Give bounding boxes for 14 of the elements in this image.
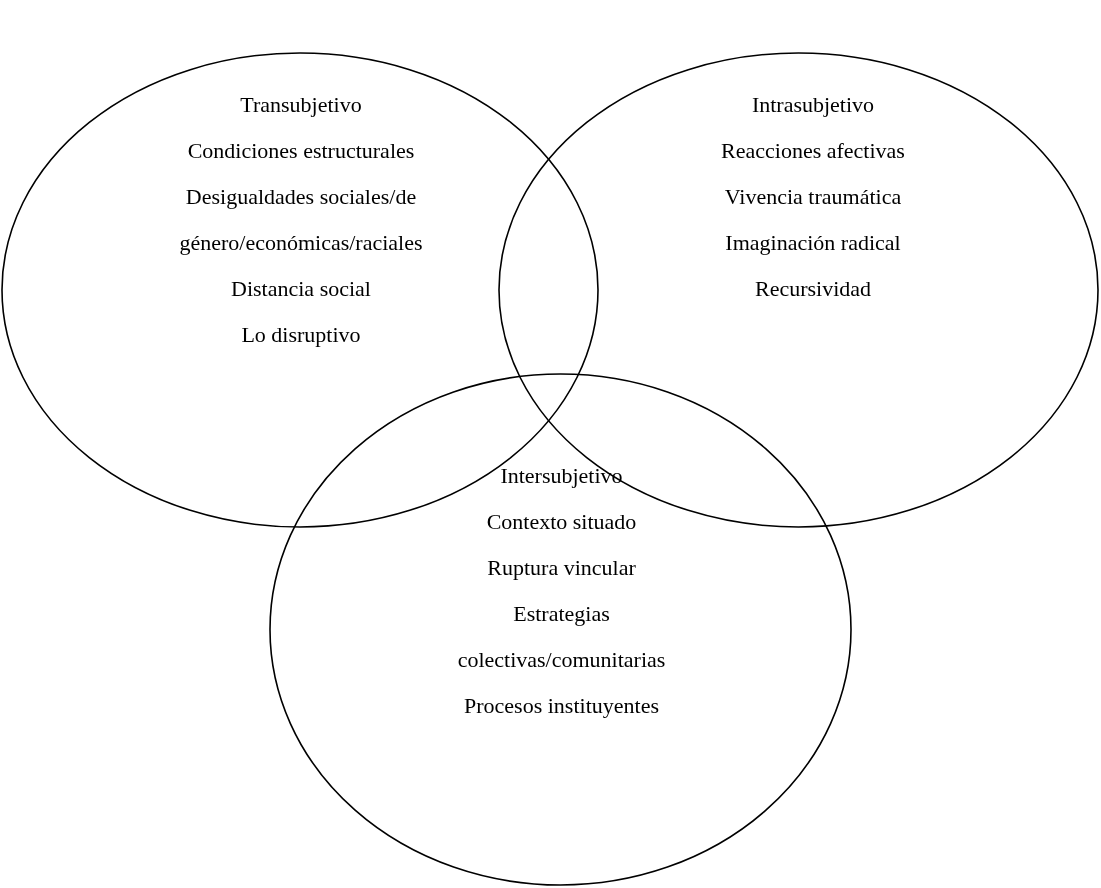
circle-item: Reacciones afectivas: [721, 137, 905, 165]
circle-item: Lo disruptivo: [241, 321, 361, 349]
circle-heading: Transubjetivo: [240, 91, 362, 119]
circle-item: Condiciones estructurales: [187, 137, 415, 165]
circle-item: Contexto situado: [486, 508, 637, 536]
circle-item: Recursividad: [754, 275, 872, 303]
circle-heading: Intrasubjetivo: [751, 91, 875, 119]
circle-item: Desigualdades sociales/de género/económicas/raciales: [178, 183, 424, 257]
circle-item: Vivencia traumática: [724, 183, 902, 211]
circle-item: Imaginación radical: [725, 229, 901, 257]
circle-item: Estrategias colectivas/comunitarias: [456, 600, 667, 674]
circle-item: Procesos instituyentes: [464, 692, 659, 720]
circle-item: Distancia social: [231, 275, 371, 303]
circle-item: Ruptura vincular: [487, 554, 636, 582]
